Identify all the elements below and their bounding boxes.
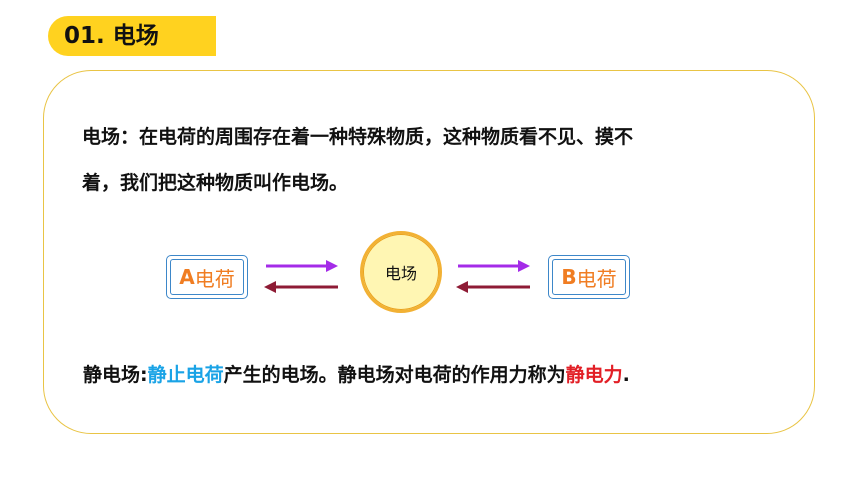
definition-paragraph: 电场：在电荷的周围存在着一种特殊物质，这种物质看不见、摸不 着，我们把这种物质叫… [82, 114, 782, 206]
arrow-field-to-b [458, 260, 530, 272]
summary-term: 静电场: [83, 364, 148, 386]
electric-field-label: 电场 [384, 264, 417, 283]
electric-field-circle [360, 231, 442, 313]
summary-period: . [622, 364, 630, 386]
title-banner [48, 16, 216, 56]
section-title: 01. 电场 [64, 16, 159, 56]
content-card [43, 70, 815, 434]
section-heading: 电场 [112, 23, 159, 49]
charge-b-letter: B [561, 265, 577, 289]
summary-highlight-electrostatic-force: 静电力 [565, 364, 623, 386]
arrow-b-to-field [456, 281, 530, 293]
section-number: 01. [64, 23, 105, 49]
arrow-a-to-field [266, 260, 338, 272]
charge-a-letter: A [179, 265, 195, 289]
definition-line-1: 电场：在电荷的周围存在着一种特殊物质，这种物质看不见、摸不 [82, 126, 634, 148]
arrow-field-to-a [264, 281, 338, 293]
definition-line-2: 着，我们把这种物质叫作电场。 [82, 172, 349, 194]
charge-b-word: 电荷 [576, 266, 617, 291]
summary-sentence: 静电场:静止电荷产生的电场。静电场对电荷的作用力称为静电力. [83, 360, 630, 387]
summary-highlight-static-charge: 静止电荷 [147, 364, 224, 386]
summary-body: 产生的电场。静电场对电荷的作用力称为 [223, 364, 566, 386]
charge-a-word: 电荷 [194, 266, 235, 291]
